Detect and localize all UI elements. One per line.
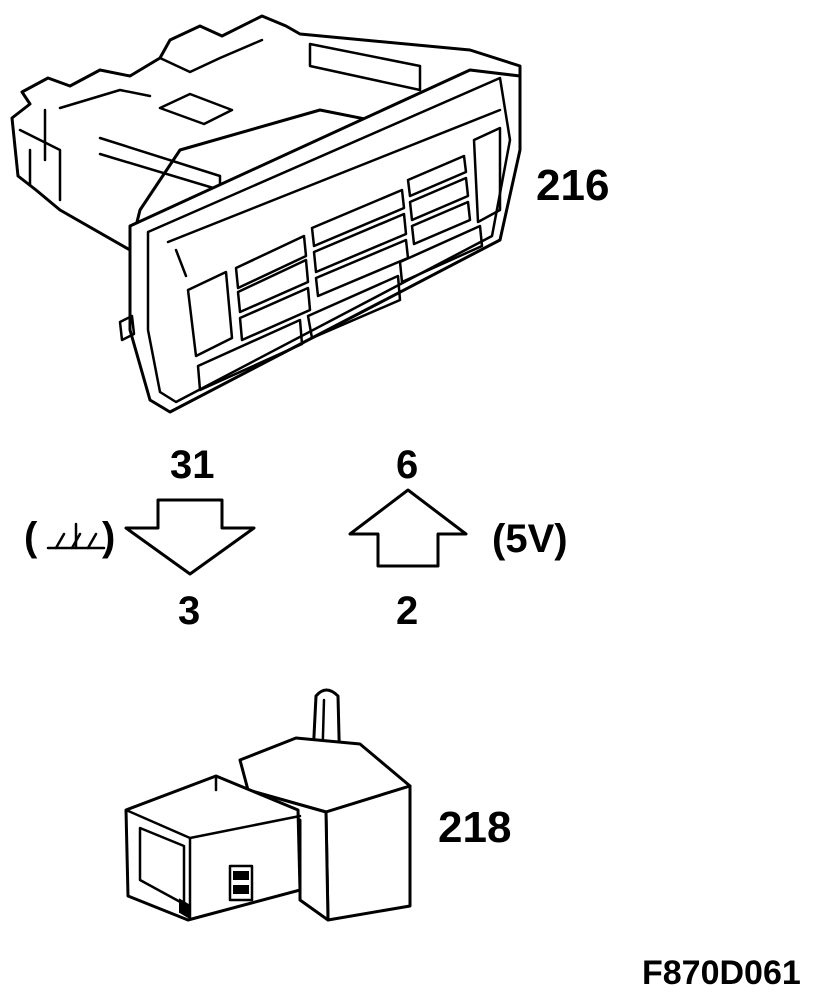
sensor-label: 218 (438, 803, 511, 852)
climate-control-panel-icon (10, 14, 522, 414)
supply-pin-group: 6 2 (5V) (348, 443, 568, 633)
ground-symbol-icon (46, 522, 106, 550)
ground-paren-close: ) (102, 515, 115, 559)
supply-voltage-label: (5V) (492, 517, 568, 561)
pressure-sensor-icon (124, 688, 412, 922)
control-unit-label: 216 (536, 161, 609, 210)
down-arrow-icon (124, 498, 256, 576)
supply-pin-top-label: 6 (396, 443, 418, 487)
connector-latch (228, 864, 254, 902)
ground-pin-top-label: 31 (170, 443, 215, 487)
ground-pin-bottom-label: 3 (178, 589, 200, 633)
figure-code: F870D061 (642, 954, 801, 992)
ground-paren-open: ( (24, 515, 38, 559)
up-arrow-icon (348, 488, 468, 568)
ground-pin-group: 31 3 ( ) (24, 443, 256, 633)
supply-pin-bottom-label: 2 (396, 589, 418, 633)
